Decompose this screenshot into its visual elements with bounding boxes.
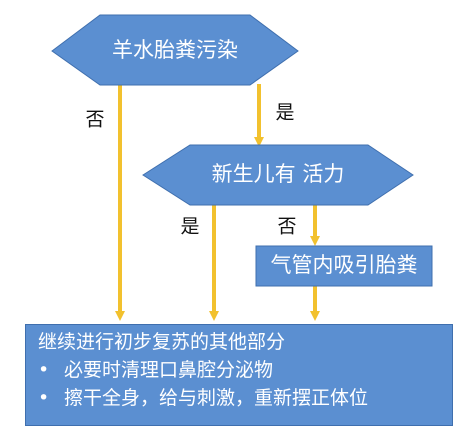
result-heading: 继续进行初步复苏的其他部分 xyxy=(38,331,286,353)
edge-label-yes-middle: 是 xyxy=(180,216,199,238)
process-tracheal-suction-box xyxy=(255,245,433,287)
connectors xyxy=(115,84,320,321)
edge-label-yes-top: 是 xyxy=(275,102,294,124)
decision-vigor-label: 新生儿有 活力 xyxy=(212,162,345,186)
result-box: 继续进行初步复苏的其他部分 • 必要时清理口鼻腔分泌物 • 擦干全身，给与刺激，重新… xyxy=(25,324,453,426)
edge-label-no-right: 否 xyxy=(277,216,296,238)
result-item: • 擦干全身，给与刺激，重新摆正体位 xyxy=(38,384,452,412)
decision-vigor-hexagon xyxy=(142,144,414,206)
decision-meconium-label: 羊水胎粪污染 xyxy=(112,38,238,62)
result-item: • 必要时清理口鼻腔分泌物 xyxy=(38,356,452,384)
bullet-icon: • xyxy=(38,359,50,381)
result-item-text: 擦干全身，给与刺激，重新摆正体位 xyxy=(64,387,369,409)
process-tracheal-suction-label: 气管内吸引胎粪 xyxy=(271,253,418,277)
edge-label-no-left: 否 xyxy=(85,109,104,131)
bullet-icon: • xyxy=(38,387,50,409)
result-item-text: 必要时清理口鼻腔分泌物 xyxy=(64,359,274,381)
decision-meconium-hexagon xyxy=(51,14,299,86)
